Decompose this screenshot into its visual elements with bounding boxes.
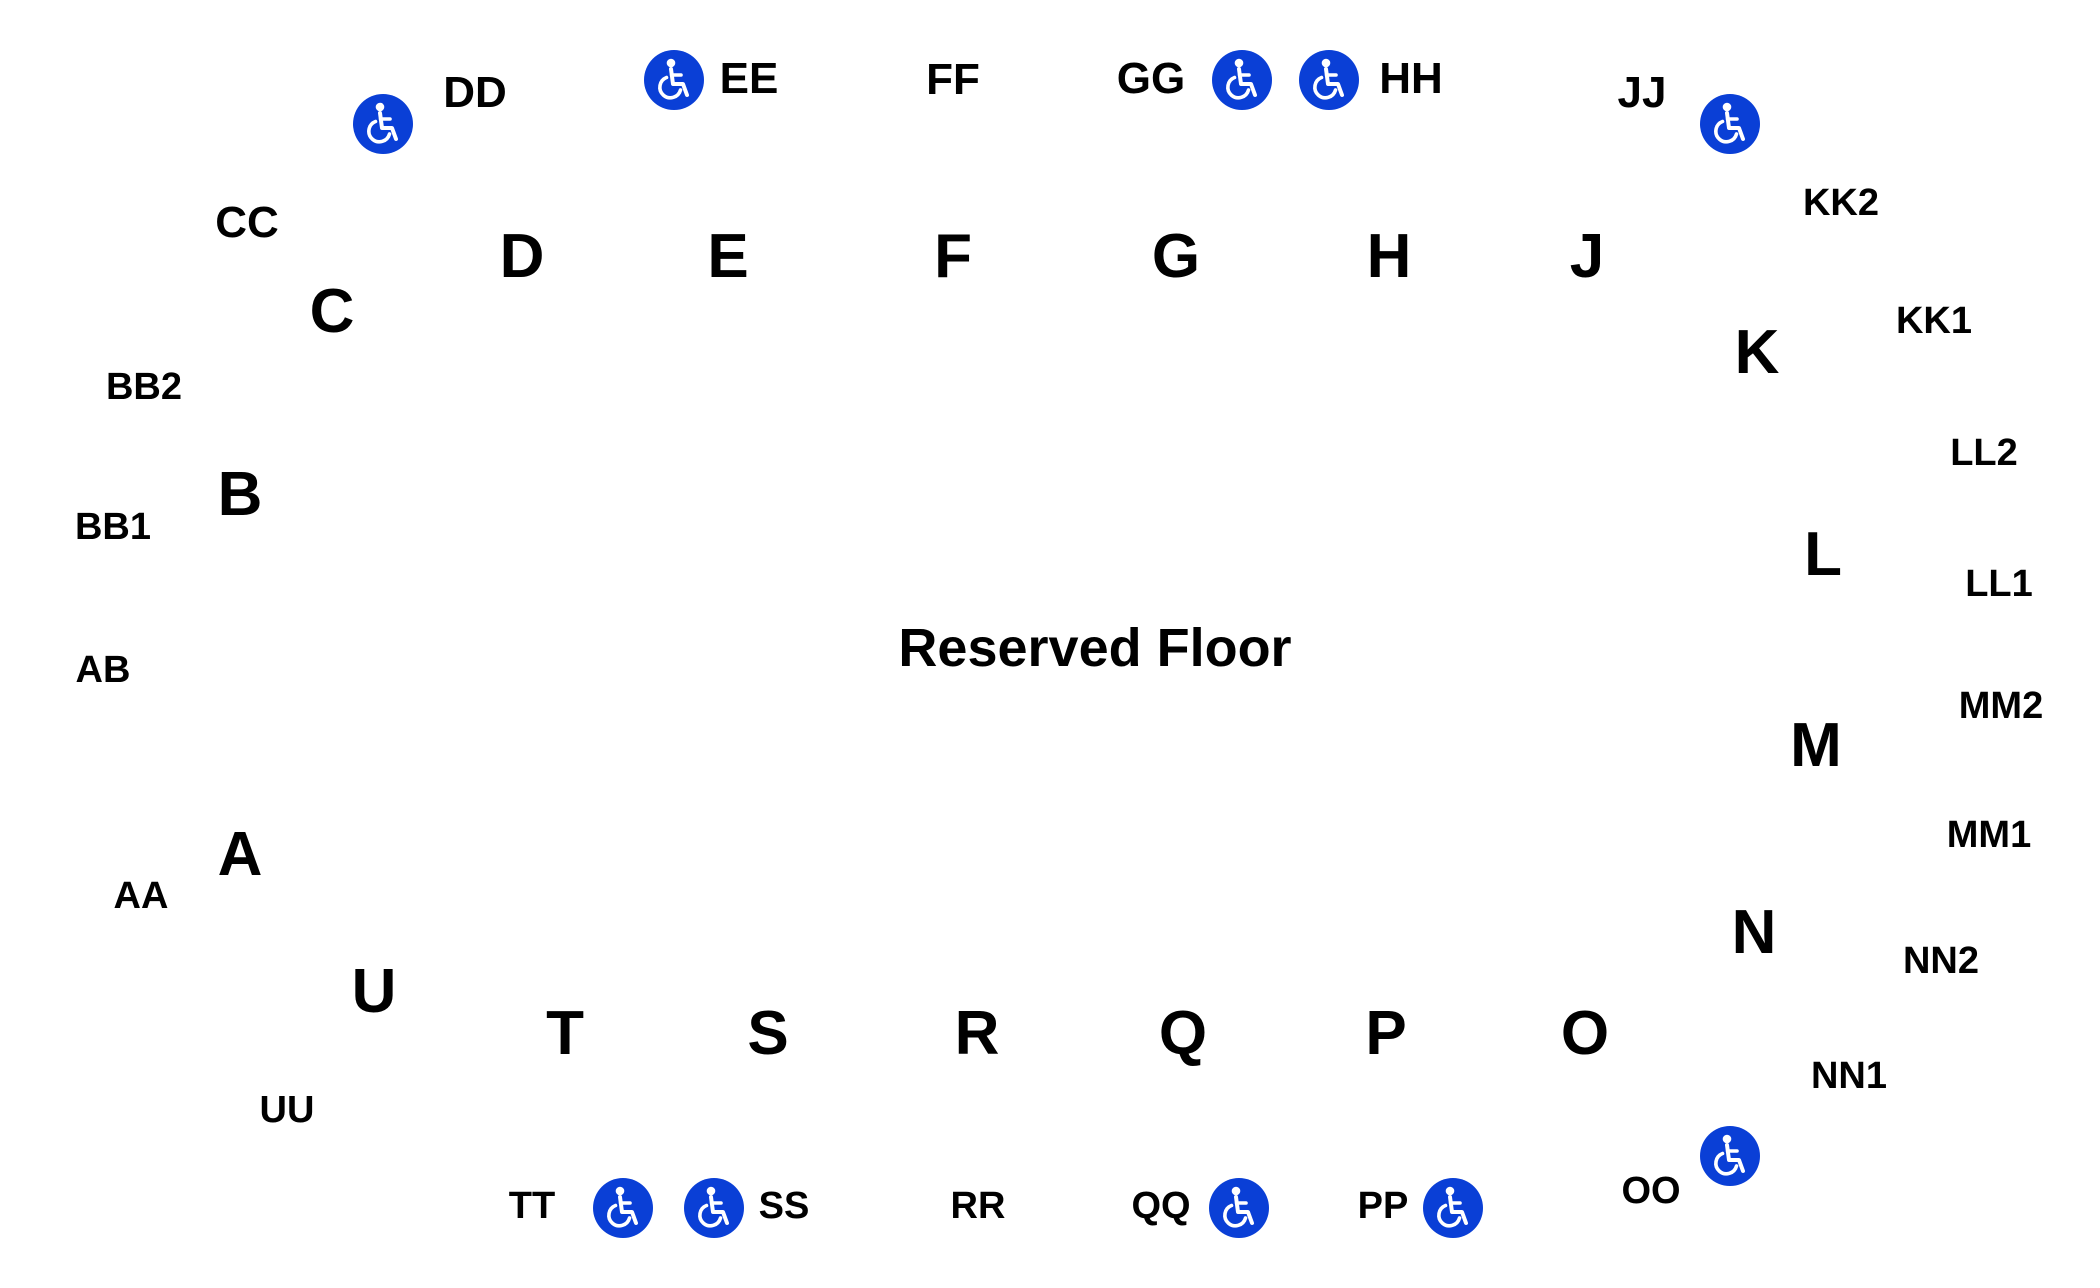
section-L[interactable]: L [1804, 520, 1842, 589]
section-B[interactable]: B [217, 460, 263, 529]
wheelchair-accessible-icon [353, 94, 413, 154]
wheelchair-accessible-icon [684, 1178, 744, 1238]
section-G[interactable]: G [1151, 222, 1201, 291]
section-CC[interactable]: CC [215, 198, 279, 247]
section-JJ[interactable]: JJ [1617, 68, 1667, 117]
section-MM2[interactable]: MM2 [1958, 685, 2044, 727]
wheelchair-accessible-icon [644, 50, 704, 110]
wheelchair-accessible-icon [1212, 50, 1272, 110]
section-KK1[interactable]: KK1 [1895, 300, 1973, 342]
wheelchair-accessible-icon [593, 1178, 653, 1238]
section-NN1[interactable]: NN1 [1810, 1055, 1888, 1097]
section-AA[interactable]: AA [113, 875, 169, 917]
section-SS[interactable]: SS [758, 1185, 810, 1227]
section-KK2[interactable]: KK2 [1802, 182, 1880, 224]
section-AB[interactable]: AB [75, 649, 131, 691]
section-BB1[interactable]: BB1 [74, 506, 152, 548]
section-N[interactable]: N [1731, 898, 1777, 967]
wheelchair-accessible-icon [1423, 1178, 1483, 1238]
section-FF[interactable]: FF [926, 55, 980, 104]
section-M[interactable]: M [1790, 711, 1842, 780]
section-H[interactable]: H [1366, 222, 1412, 291]
section-NN2[interactable]: NN2 [1902, 940, 1980, 982]
section-J[interactable]: J [1569, 222, 1605, 291]
section-UU[interactable]: UU [259, 1089, 315, 1131]
section-BB2[interactable]: BB2 [105, 366, 183, 408]
section-S[interactable]: S [747, 999, 789, 1068]
section-EE[interactable]: EE [719, 54, 779, 103]
section-GG[interactable]: GG [1116, 54, 1186, 103]
wheelchair-accessible-icon [1209, 1178, 1269, 1238]
section-TT[interactable]: TT [508, 1185, 556, 1227]
section-E[interactable]: E [707, 222, 749, 291]
section-HH[interactable]: HH [1379, 54, 1443, 103]
section-D[interactable]: D [499, 222, 545, 291]
section-RR[interactable]: RR [950, 1185, 1006, 1227]
section-U[interactable]: U [351, 957, 397, 1026]
reserved-floor-label: Reserved Floor [898, 618, 1292, 678]
wheelchair-accessible-icon [1700, 94, 1760, 154]
section-K[interactable]: K [1734, 318, 1780, 387]
section-QQ[interactable]: QQ [1131, 1185, 1191, 1227]
section-F[interactable]: F [934, 222, 972, 291]
section-DD[interactable]: DD [443, 68, 507, 117]
section-R[interactable]: R [954, 999, 1000, 1068]
section-LL2[interactable]: LL2 [1950, 432, 2018, 474]
section-MM1[interactable]: MM1 [1946, 814, 2032, 856]
section-OO[interactable]: OO [1621, 1170, 1681, 1212]
section-Q[interactable]: Q [1158, 999, 1208, 1068]
section-O[interactable]: O [1560, 999, 1610, 1068]
wheelchair-accessible-icon [1299, 50, 1359, 110]
section-C[interactable]: C [309, 277, 355, 346]
section-A[interactable]: A [217, 820, 263, 889]
section-PP[interactable]: PP [1357, 1185, 1409, 1227]
section-T[interactable]: T [546, 999, 584, 1068]
wheelchair-accessible-icon [1700, 1126, 1760, 1186]
section-P[interactable]: P [1365, 999, 1407, 1068]
section-LL1[interactable]: LL1 [1965, 563, 2033, 605]
